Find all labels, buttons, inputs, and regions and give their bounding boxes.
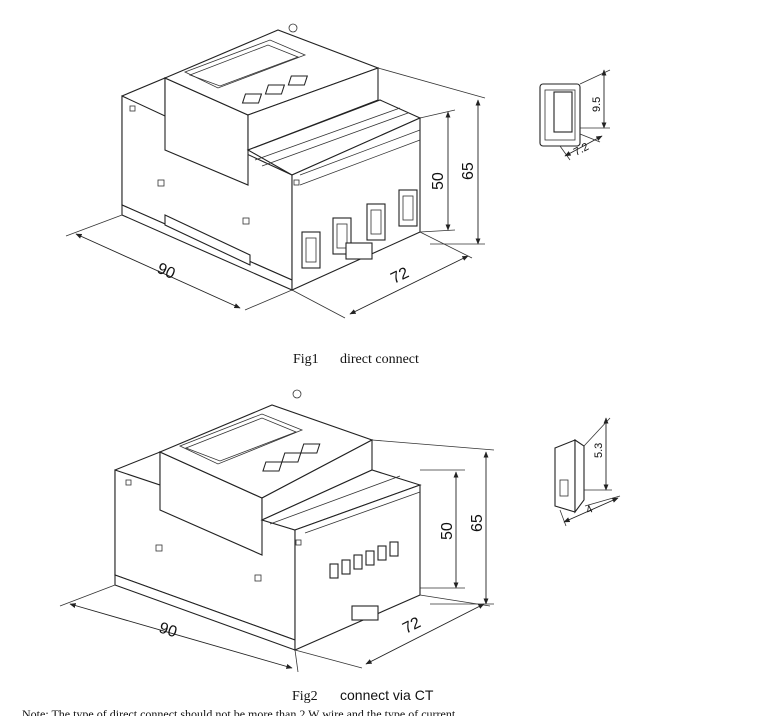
fig1-terminal-detail	[539, 69, 611, 161]
fig2-body-height-label: 50	[439, 522, 456, 540]
fig1-body-height-label: 50	[430, 172, 447, 190]
fig2-terminal-detail	[554, 417, 621, 527]
fig1-depth-label: 72	[388, 264, 412, 287]
fig2-caption-text: connect via CT	[340, 687, 434, 703]
fig1-meter-drawing	[121, 23, 422, 291]
fig2-caption-number: Fig2	[292, 689, 318, 704]
note-text: Note: The type of direct connect should …	[22, 707, 456, 716]
fig2-dimension-lines	[59, 439, 495, 673]
fig2-depth-label: 72	[400, 614, 424, 637]
fig2-meter-drawing	[114, 389, 422, 651]
fig2-total-height-label: 65	[469, 514, 486, 532]
fig2-width-label: 90	[157, 620, 179, 642]
fig1-caption-text: direct connect	[340, 352, 419, 367]
fig1-caption-number: Fig1	[293, 352, 319, 367]
fig1-terminal-height-label: 9.5	[591, 97, 603, 112]
fig1-width-label: 90	[154, 260, 177, 283]
fig2-terminal-height-label: 5.3	[593, 443, 605, 458]
fig1-total-height-label: 65	[460, 162, 477, 180]
fig2-terminal-width-label: 4	[584, 503, 595, 516]
fig1-dimension-lines	[65, 67, 486, 319]
